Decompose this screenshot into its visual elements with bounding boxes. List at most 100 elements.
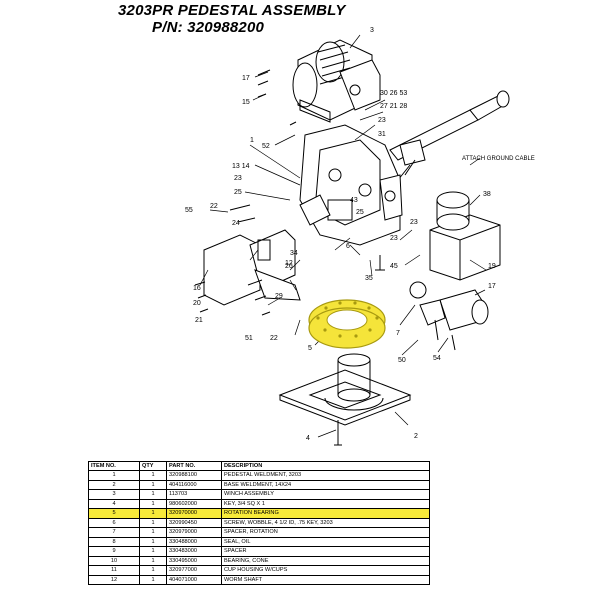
cell-description: WINCH ASSEMBLY	[221, 489, 430, 500]
cell-item-no: 7	[88, 527, 140, 538]
cell-item-no: 11	[88, 565, 140, 576]
callout-25: 25	[234, 189, 242, 196]
callout-2: 2	[414, 433, 418, 440]
cell-part-no: 330495000	[166, 555, 222, 566]
cell-part-no: 404071000	[166, 574, 222, 585]
cell-part-no: 330483000	[166, 546, 222, 557]
callout-31: 31	[378, 131, 386, 138]
cell-description: SPACER	[221, 546, 430, 557]
callout-23a: 23	[378, 117, 386, 124]
cell-qty: 1	[139, 498, 167, 509]
cell-item-no: 4	[88, 498, 140, 509]
cell-item-no: 6	[88, 517, 140, 528]
cell-qty: 1	[139, 479, 167, 490]
cell-description: BASE WELDMENT, 14X24	[221, 479, 430, 490]
cell-description: SPACER, ROTATION	[221, 527, 430, 538]
winch-assembly	[292, 39, 381, 123]
table-header-row: ITEM NO. QTY PART NO. DESCRIPTION	[88, 461, 430, 471]
cell-qty: 1	[139, 546, 167, 557]
header-description: DESCRIPTION	[221, 461, 430, 471]
cell-part-no: 320988100	[166, 470, 222, 481]
callout-23c: 23	[390, 235, 398, 242]
callout-5: 5	[308, 345, 312, 352]
leader-lines	[199, 34, 487, 438]
page-title: 3203PR PEDESTAL ASSEMBLY	[118, 2, 346, 19]
cell-qty: 1	[139, 555, 167, 566]
swing-motor	[409, 281, 489, 331]
cell-item-no: 9	[88, 546, 140, 557]
part-number-title: P/N: 320988200	[152, 19, 265, 36]
callout-38: 38	[483, 191, 491, 198]
pedestal-weldment	[299, 124, 403, 246]
cell-part-no: 113703	[166, 489, 222, 500]
callout-26: 26	[285, 263, 293, 270]
callout-30-26-53: 30 26 53	[380, 90, 407, 97]
base-weldment	[278, 353, 412, 426]
cell-part-no: 980602000	[166, 498, 222, 509]
hydraulic-cylinder	[389, 90, 510, 181]
callout-17b: 17	[488, 283, 496, 290]
header-item-no: ITEM NO.	[88, 461, 140, 471]
cell-qty: 1	[139, 574, 167, 585]
cell-part-no: 330488000	[166, 536, 222, 547]
callout-24: 24	[232, 220, 240, 227]
cell-qty: 1	[139, 470, 167, 481]
cell-description: SEAL, OIL	[221, 536, 430, 547]
cell-item-no: 8	[88, 536, 140, 547]
callout-19: 19	[488, 263, 496, 270]
cell-part-no: 320990450	[166, 517, 222, 528]
cell-qty: 1	[139, 527, 167, 538]
cell-part-no: 320977000	[166, 565, 222, 576]
callout-4: 4	[306, 435, 310, 442]
callout-23b: 23	[234, 175, 242, 182]
cell-description: WORM SHAFT	[221, 574, 430, 585]
cell-qty: 1	[139, 517, 167, 528]
cell-description: CUP HOUSING W/CUPS	[221, 565, 430, 576]
cell-item-no: 12	[88, 574, 140, 585]
callout-7: 7	[396, 330, 400, 337]
cell-description: SCREW, WOBBLE, 4 1/2 ID, .75 KEY, 3203	[221, 517, 430, 528]
control-valve	[203, 229, 301, 306]
cell-part-no: 404116000	[166, 479, 222, 490]
callout-16: 16	[193, 285, 201, 292]
cell-part-no: 320970000	[166, 508, 222, 519]
callout-21: 21	[195, 317, 203, 324]
cell-qty: 1	[139, 565, 167, 576]
callout-17: 17	[242, 75, 250, 82]
cell-item-no: 10	[88, 555, 140, 566]
callout-51: 51	[245, 335, 253, 342]
cell-qty: 1	[139, 508, 167, 519]
callout-3: 3	[370, 27, 374, 34]
cell-description: BEARING, CONE	[221, 555, 430, 566]
callout-34: 34	[290, 250, 298, 257]
callout-55: 55	[185, 207, 193, 214]
callout-25b: 25	[356, 209, 364, 216]
cell-part-no: 320979000	[166, 527, 222, 538]
cell-description: ROTATION BEARING	[221, 508, 430, 519]
callout-20: 20	[193, 300, 201, 307]
callout-22: 22	[210, 203, 218, 210]
callout-43: 43	[350, 197, 358, 204]
cell-item-no: 1	[88, 470, 140, 481]
header-qty: QTY	[139, 461, 167, 471]
cell-item-no: 2	[88, 479, 140, 490]
callout-29: 29	[275, 293, 283, 300]
callout-35: 35	[365, 275, 373, 282]
cell-description: PEDESTAL WELDMENT, 3203	[221, 470, 430, 481]
cell-qty: 1	[139, 536, 167, 547]
ground-cable-note: ATTACH GROUND CABLE	[462, 156, 535, 162]
